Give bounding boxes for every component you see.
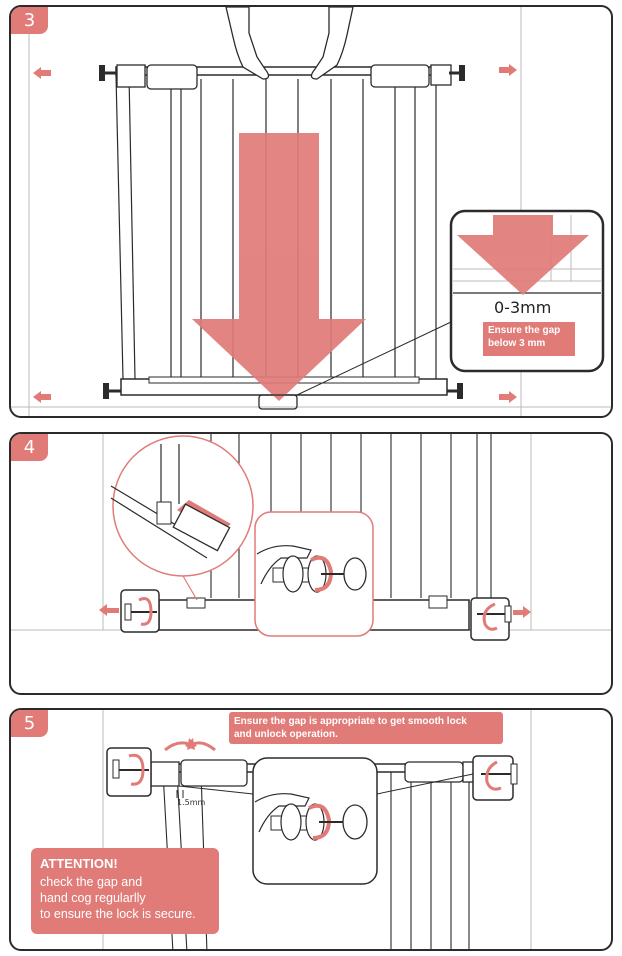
outward-arrow-icon <box>33 67 51 79</box>
outward-arrow-icon <box>499 64 517 76</box>
attention-line: hand cog regularlly <box>40 891 146 905</box>
step-4-panel: 4 <box>9 432 613 695</box>
note-line: and unlock operation. <box>234 729 338 740</box>
right-pressure-knob-box <box>472 755 514 801</box>
attention-box <box>31 848 219 934</box>
rotate-arrow-icon <box>308 803 332 840</box>
smooth-lock-note-box <box>229 712 503 744</box>
attention-line: to ensure the lock is secure. <box>40 907 196 921</box>
step-5-illustration <box>31 710 532 949</box>
attention-title: ATTENTION! <box>40 856 118 871</box>
rotate-arrow-icon <box>128 753 145 786</box>
smooth-lock-note: Ensure the gap is appropriate to get smo… <box>234 715 467 741</box>
gap-range-label: 0-3mm <box>494 298 552 317</box>
note-line: Ensure the gap is appropriate to get smo… <box>234 716 467 727</box>
outward-arrow-icon <box>523 606 531 618</box>
outward-arrow-icon <box>99 604 107 616</box>
rotate-arrow-icon <box>185 738 195 750</box>
step-3-panel: 3 <box>9 5 613 418</box>
gap-highlight <box>258 394 298 410</box>
rotate-arrow-icon <box>485 760 502 791</box>
outward-arrow-icon <box>33 391 51 403</box>
step-5-panel: 5 <box>9 708 613 951</box>
step-4-illustration <box>11 434 611 641</box>
gap-measure-label: 1.5mm <box>177 798 206 807</box>
down-arrow-icon <box>457 235 589 295</box>
gap-note-line: below 3 mm <box>488 338 546 349</box>
rotate-arrow-icon <box>310 555 334 592</box>
right-pressure-knob-box <box>470 597 510 641</box>
rotate-arrow-icon <box>138 597 153 626</box>
step-number-badge: 3 <box>11 7 48 34</box>
step-number-badge: 5 <box>11 710 48 737</box>
attention-line: check the gap and <box>40 875 143 889</box>
rotate-arrow-icon <box>482 602 498 631</box>
gap-note-text: Ensure the gap below 3 mm <box>488 324 560 350</box>
outward-arrow-icon <box>499 391 517 403</box>
step-3-illustration <box>11 7 611 416</box>
gap-note-line: Ensure the gap <box>488 325 561 336</box>
step-number-badge: 4 <box>11 434 48 461</box>
gap-note-box <box>483 322 575 356</box>
down-arrow-icon <box>239 133 319 321</box>
